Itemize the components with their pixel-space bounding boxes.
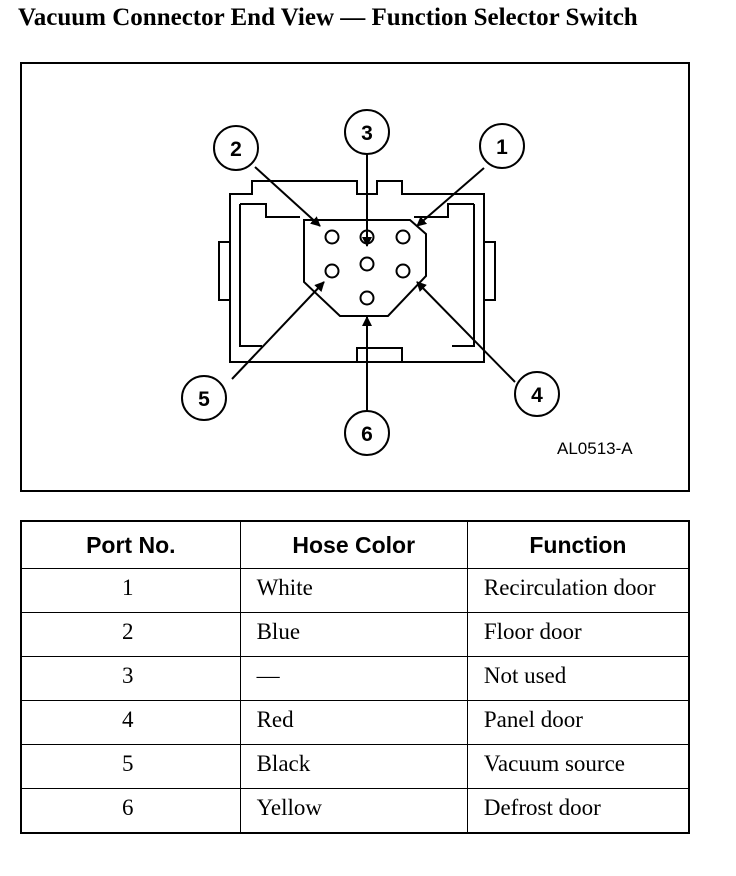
port-hole — [324, 229, 340, 245]
cell-function: Not used — [466, 656, 690, 701]
callout-3: 3 — [361, 122, 373, 145]
callout-circles — [181, 109, 560, 456]
callout-5: 5 — [198, 388, 210, 411]
leader-arrows — [231, 152, 516, 412]
connector-diagram: 1 2 3 4 5 6 AL0513-A — [20, 62, 690, 492]
cell-port: 3 — [20, 656, 241, 701]
port-hole — [324, 263, 340, 279]
table-row: 4 Red Panel door — [20, 700, 690, 745]
cell-color: Yellow — [239, 788, 468, 834]
connector-body — [218, 180, 496, 363]
table-header-row: Port No. Hose Color Function — [20, 520, 690, 569]
cell-port: 4 — [20, 700, 241, 745]
cell-port: 2 — [20, 612, 241, 657]
cell-port: 6 — [20, 788, 241, 834]
connector-drawing: 1 2 3 4 5 6 AL0513-A — [181, 109, 633, 458]
port-hole — [395, 263, 411, 279]
table-row: 5 Black Vacuum source — [20, 744, 690, 789]
header-function: Function — [466, 520, 690, 569]
vacuum-ports — [324, 229, 411, 306]
cell-function: Panel door — [466, 700, 690, 745]
cell-port: 5 — [20, 744, 241, 789]
callout-6: 6 — [361, 423, 373, 446]
callout-4: 4 — [531, 384, 543, 407]
page-title: Vacuum Connector End View — Function Sel… — [18, 4, 638, 31]
cell-color: — — [239, 656, 468, 701]
figure-ref-code: AL0513-A — [557, 439, 633, 458]
header-hose-color: Hose Color — [239, 520, 468, 569]
cell-function: Floor door — [466, 612, 690, 657]
cell-function: Vacuum source — [466, 744, 690, 789]
header-port-no: Port No. — [20, 520, 241, 569]
port-hole — [359, 290, 375, 306]
table-row: 6 Yellow Defrost door — [20, 788, 690, 834]
cell-function: Defrost door — [466, 788, 690, 834]
cell-color: Blue — [239, 612, 468, 657]
table-row: 3 — Not used — [20, 656, 690, 701]
callout-2: 2 — [230, 138, 242, 161]
callout-1: 1 — [496, 136, 508, 159]
cell-function: Recirculation door — [466, 568, 690, 613]
cell-color: White — [239, 568, 468, 613]
port-hole — [359, 256, 375, 272]
table-row: 1 White Recirculation door — [20, 568, 690, 613]
cell-color: Red — [239, 700, 468, 745]
table-row: 2 Blue Floor door — [20, 612, 690, 657]
port-table: Port No. Hose Color Function 1 White Rec… — [20, 520, 690, 834]
cell-port: 1 — [20, 568, 241, 613]
cell-color: Black — [239, 744, 468, 789]
port-hole — [395, 229, 411, 245]
